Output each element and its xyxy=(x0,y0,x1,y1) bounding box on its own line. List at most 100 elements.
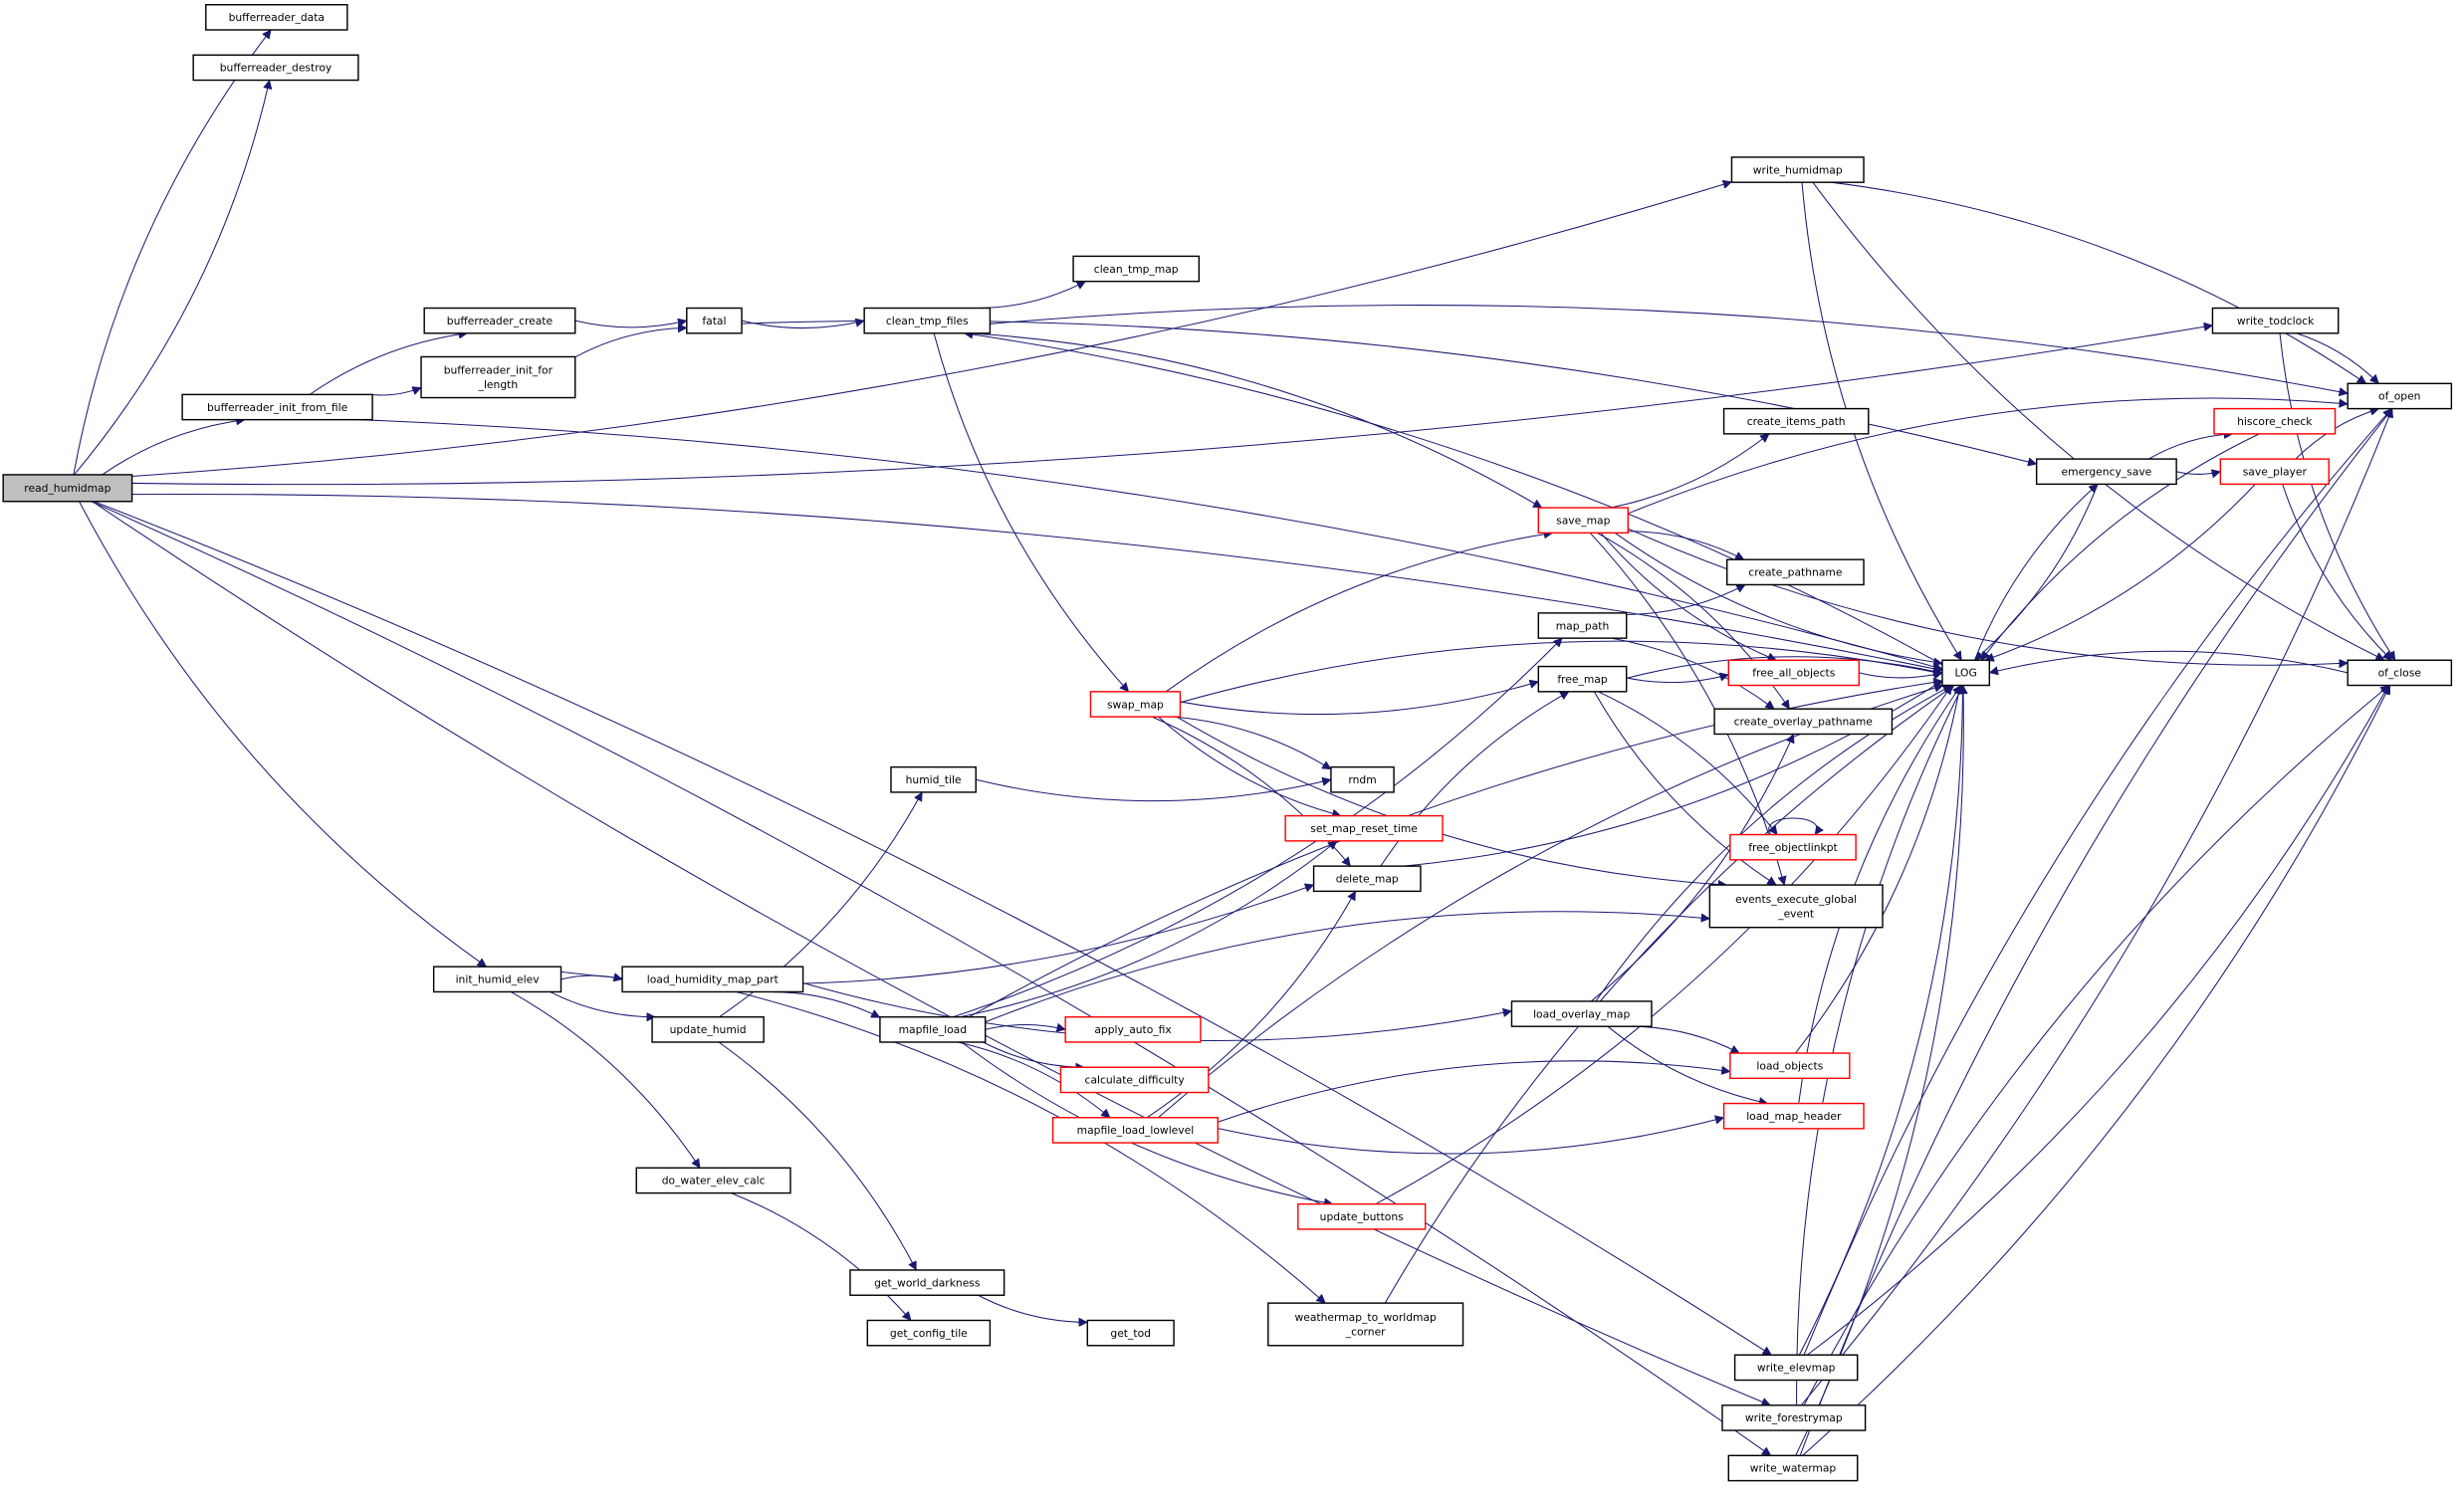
node-write-elevmap[interactable]: write_elevmap xyxy=(1733,1354,1859,1382)
node-rndm[interactable]: rndm xyxy=(1330,765,1395,793)
node-box xyxy=(879,1016,987,1043)
node-delete-map[interactable]: delete_map xyxy=(1312,865,1422,893)
node-clean-tmp-files[interactable]: clean_tmp_files xyxy=(863,307,992,334)
node-save-player[interactable]: save_player xyxy=(2219,458,2330,486)
node-label: bufferreader_destroy xyxy=(220,62,333,75)
node-fatal[interactable]: fatal xyxy=(686,307,743,334)
node-calculate-difficulty[interactable]: calculate_difficulty xyxy=(1059,1066,1210,1094)
edge-write_elevmap-to-of_open xyxy=(1803,409,2391,1356)
node-do-water-elev-calc[interactable]: do_water_elev_calc xyxy=(635,1167,791,1194)
node-bufferreader-destroy[interactable]: bufferreader_destroy xyxy=(192,54,359,82)
node-free-objectlinkpt[interactable]: free_objectlinkpt xyxy=(1729,833,1857,861)
node-bufferreader-init-for-length[interactable]: bufferreader_init_for_length xyxy=(420,355,576,399)
node-emergency-save[interactable]: emergency_save xyxy=(2035,458,2177,486)
node-label: get_world_darkness xyxy=(874,1276,981,1289)
node-read-humidmap[interactable]: read_humidmap xyxy=(2,474,133,503)
node-box xyxy=(420,355,576,399)
node-box xyxy=(1537,507,1629,535)
node-map-path[interactable]: map_path xyxy=(1537,612,1628,639)
node-box xyxy=(866,1319,992,1347)
node-mapfile-load-lowlevel[interactable]: mapfile_load_lowlevel xyxy=(1051,1117,1220,1144)
node-update-humid[interactable]: update_humid xyxy=(651,1016,765,1043)
edge-clean_tmp_files-to-save_map xyxy=(968,332,1542,509)
node-write-watermap[interactable]: write_watermap xyxy=(1727,1454,1859,1482)
node-bufferreader-create[interactable]: bufferreader_create xyxy=(423,307,576,334)
node-load-objects[interactable]: load_objects xyxy=(1729,1052,1851,1080)
edge-update_humid-to-humid_tile xyxy=(719,792,923,1018)
edge-bufferreader_init_from_file-to-bufferreader_create xyxy=(309,333,467,395)
node-label: write_humidmap xyxy=(1753,163,1843,176)
node-free-all-objects[interactable]: free_all_objects xyxy=(1727,659,1861,687)
node-label: _length xyxy=(478,378,519,391)
node-box xyxy=(1713,708,1894,736)
node-LOG[interactable]: LOG xyxy=(1941,659,1991,687)
node-bufferreader-data[interactable]: bufferreader_data xyxy=(205,4,348,31)
edge-write_forestrymap-to-of_open xyxy=(1800,409,2392,1406)
node-humid-tile[interactable]: humid_tile xyxy=(890,765,977,793)
node-label: _corner xyxy=(1345,1325,1386,1338)
node-events-execute-global-event[interactable]: events_execute_global_event xyxy=(1708,884,1884,929)
node-weathermap-to-worldmap-corner[interactable]: weathermap_to_worldmap_corner xyxy=(1267,1302,1464,1347)
node-box xyxy=(2,474,133,503)
edge-load_overlay_map-to-load_map_header xyxy=(1607,1025,1768,1103)
node-load-map-header[interactable]: load_map_header xyxy=(1722,1102,1865,1130)
node-swap-map[interactable]: swap_map xyxy=(1089,691,1182,718)
node-create-items-path[interactable]: create_items_path xyxy=(1722,407,1870,435)
node-hiscore-check[interactable]: hiscore_check xyxy=(2213,407,2337,435)
node-create-overlay-pathname[interactable]: create_overlay_pathname xyxy=(1713,708,1894,736)
edge-weathermap_to_worldmap_corner-to-LOG xyxy=(1384,685,1954,1304)
edge-bufferreader_init_for_length-to-fatal xyxy=(574,327,687,358)
node-label: apply_auto_fix xyxy=(1094,1023,1171,1036)
node-apply-auto-fix[interactable]: apply_auto_fix xyxy=(1064,1016,1202,1043)
node-box xyxy=(2347,382,2453,410)
node-label: of_close xyxy=(2378,667,2422,680)
edge-save_map-to-of_open xyxy=(1628,397,2348,515)
edge-mapfile_load-to-update_buttons xyxy=(961,1041,1333,1204)
node-write-todclock[interactable]: write_todclock xyxy=(2211,307,2340,334)
node-label: mapfile_load_lowlevel xyxy=(1077,1124,1195,1137)
node-label: create_items_path xyxy=(1747,415,1846,428)
edge-mapfile_load-to-map_path xyxy=(953,638,1562,1018)
node-write-forestrymap[interactable]: write_forestrymap xyxy=(1721,1404,1867,1431)
node-write-humidmap[interactable]: write_humidmap xyxy=(1730,156,1865,183)
node-box xyxy=(2211,307,2340,334)
node-label: map_path xyxy=(1556,619,1610,632)
node-mapfile-load[interactable]: mapfile_load xyxy=(879,1016,987,1043)
node-label: bufferreader_init_for xyxy=(444,364,554,377)
node-init-humid-elev[interactable]: init_humid_elev xyxy=(432,966,562,993)
node-box xyxy=(1733,1354,1859,1382)
edge-save_map-to-create_items_path xyxy=(1610,433,1769,509)
edge-read_humidmap-to-LOG xyxy=(131,493,1942,670)
node-get-config-tile[interactable]: get_config_tile xyxy=(866,1319,992,1347)
node-bufferreader-init-from-file[interactable]: bufferreader_init_from_file xyxy=(181,393,373,421)
node-get-world-darkness[interactable]: get_world_darkness xyxy=(849,1269,1006,1296)
node-of-close[interactable]: of_close xyxy=(2347,659,2453,687)
edge-mapfile_load-to-events_execute_global_event xyxy=(985,911,1710,1023)
node-load-humidity-map-part[interactable]: load_humidity_map_part xyxy=(621,966,804,993)
edge-swap_map-to-set_map_reset_time xyxy=(1158,716,1341,815)
node-update-buttons[interactable]: update_buttons xyxy=(1297,1202,1427,1230)
node-label: save_player xyxy=(2243,466,2308,479)
node-clean-tmp-map[interactable]: clean_tmp_map xyxy=(1072,255,1201,283)
node-label: load_humidity_map_part xyxy=(647,973,779,986)
edge-read_humidmap-to-write_todclock xyxy=(131,325,2213,486)
node-save-map[interactable]: save_map xyxy=(1537,507,1629,535)
node-create-pathname[interactable]: create_pathname xyxy=(1725,558,1865,586)
node-label: free_map xyxy=(1557,673,1607,686)
edge-save_map-to-free_all_objects xyxy=(1600,533,1776,660)
node-of-open[interactable]: of_open xyxy=(2347,382,2453,410)
edge-hiscore_check-to-LOG xyxy=(1980,433,2260,660)
node-free-map[interactable]: free_map xyxy=(1537,665,1628,693)
node-label: free_objectlinkpt xyxy=(1748,841,1837,854)
node-set-map-reset-time[interactable]: set_map_reset_time xyxy=(1284,814,1444,842)
node-box xyxy=(1725,558,1865,586)
node-box xyxy=(423,307,576,334)
node-get-tod[interactable]: get_tod xyxy=(1086,1319,1175,1347)
node-box xyxy=(1722,407,1870,435)
node-box xyxy=(1941,659,1991,687)
node-box xyxy=(635,1167,791,1194)
edge-save_player-to-of_close xyxy=(2282,484,2392,660)
node-load-overlay-map[interactable]: load_overlay_map xyxy=(1510,1000,1653,1027)
node-box xyxy=(1722,1102,1865,1130)
edge-write_watermap-to-of_close xyxy=(1802,686,2391,1456)
